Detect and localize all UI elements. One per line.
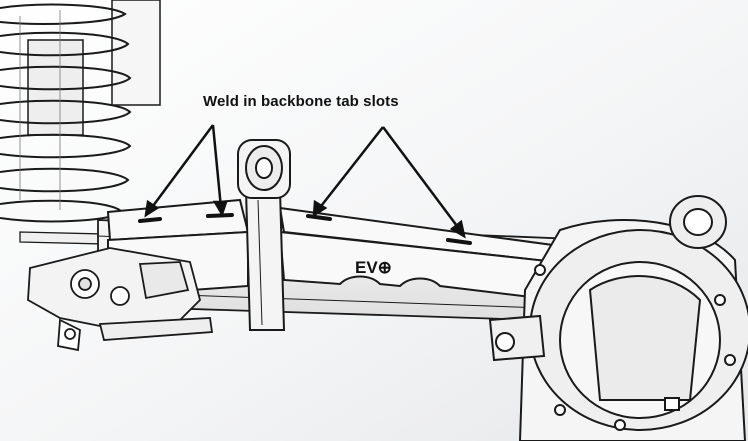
- arrow: [211, 124, 223, 209]
- weld-slot: [206, 213, 234, 218]
- upper-link-mount: [237, 139, 291, 331]
- differential-housing-icon: [488, 195, 748, 441]
- arrow-head: [212, 200, 228, 218]
- arrow: [148, 124, 215, 211]
- callout-arrows: [144, 124, 466, 239]
- weld-slots: [138, 213, 472, 245]
- weld-slot: [446, 238, 472, 245]
- weld-slot: [306, 214, 332, 221]
- arrow: [381, 126, 462, 231]
- arrow-head: [312, 199, 328, 218]
- weld-callout-label: Weld in backbone tab slots: [203, 93, 399, 110]
- arrow-head: [449, 219, 466, 239]
- weld-slot: [138, 217, 162, 223]
- evo-logo: EV⊕: [355, 258, 392, 277]
- control-arm-bracket-icon: [27, 247, 214, 352]
- arrow: [317, 126, 384, 211]
- arrow-head: [144, 199, 160, 218]
- coil-spring-icon: [0, 3, 132, 223]
